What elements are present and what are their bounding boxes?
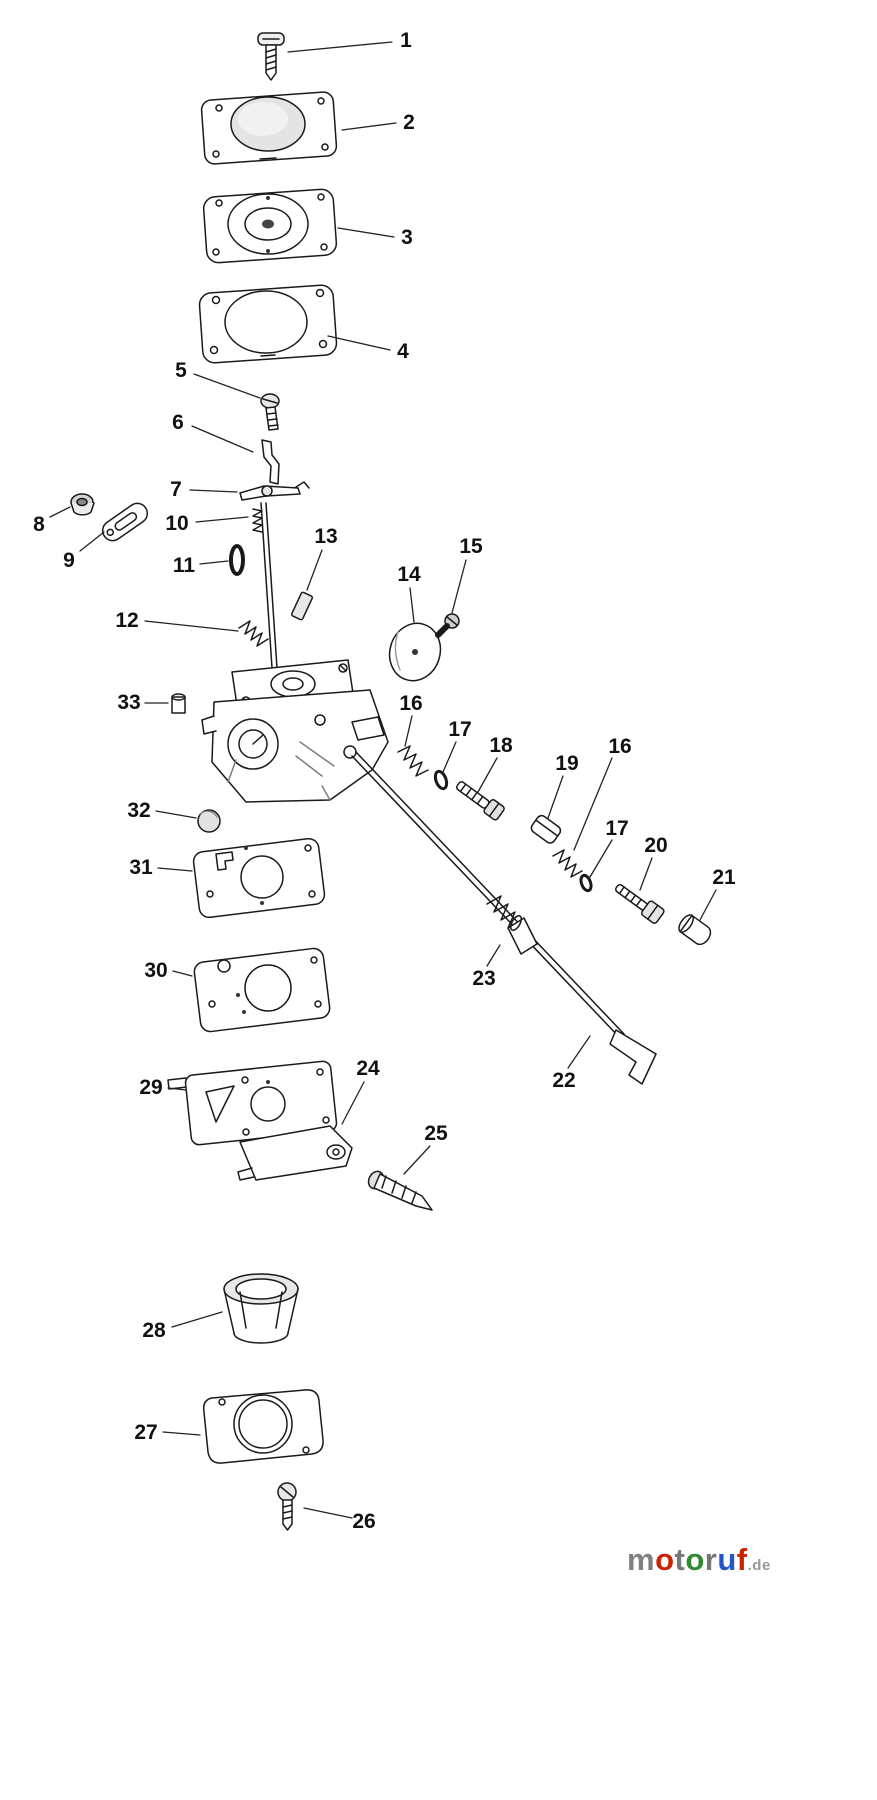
- logo-letter: t: [674, 1542, 686, 1577]
- lever-shaft: [260, 502, 278, 669]
- part-label-17a: 17: [448, 718, 472, 741]
- part-2-pump-cover: [200, 91, 338, 165]
- part-label-24: 24: [356, 1057, 380, 1080]
- part-26-screw: [277, 1482, 297, 1531]
- part-18-needle: [456, 781, 505, 821]
- part-16b-spring: [552, 849, 583, 878]
- part-label-2: 2: [403, 111, 415, 134]
- part-label-6: 6: [172, 411, 184, 434]
- part-label-16a: 16: [399, 692, 423, 715]
- part-8-nut: [70, 493, 95, 516]
- part-label-26: 26: [352, 1510, 376, 1533]
- logo-letter: o: [685, 1542, 705, 1577]
- logo-letter: f: [736, 1542, 748, 1577]
- part-label-31: 31: [129, 856, 153, 879]
- leader-lines: [49, 41, 717, 1519]
- part-label-15: 15: [459, 535, 483, 558]
- part-3-diaphragm: [202, 188, 338, 264]
- part-label-20: 20: [644, 834, 668, 857]
- part-label-22: 22: [552, 1069, 576, 1092]
- part-29-plate: [167, 1060, 338, 1146]
- part-label-13: 13: [314, 525, 338, 548]
- part-label-4: 4: [397, 340, 409, 363]
- part-1-screw: [257, 32, 285, 81]
- logo-letter: o: [655, 1542, 675, 1577]
- part-label-12: 12: [115, 609, 139, 632]
- part-label-7: 7: [170, 478, 182, 501]
- part-label-17b: 17: [605, 817, 629, 840]
- part-6-lever: [261, 439, 280, 485]
- part-7-lever-arm: [239, 481, 310, 501]
- part-10-spring: [252, 508, 263, 533]
- part-label-16b: 16: [608, 735, 632, 758]
- part-20-screw: [614, 883, 665, 924]
- part-label-3: 3: [401, 226, 413, 249]
- part-23-spring: [486, 895, 538, 955]
- part-28-cup: [223, 1273, 299, 1344]
- part-32-plug: [197, 809, 221, 833]
- part-label-21: 21: [712, 866, 736, 889]
- part-17a-washer: [433, 769, 449, 791]
- logo-letter: r: [704, 1542, 718, 1577]
- part-label-19: 19: [555, 752, 579, 775]
- part-27-flange: [202, 1389, 324, 1464]
- part-4-gasket: [198, 284, 338, 364]
- part-carburetor-body: [201, 659, 389, 803]
- part-30-diaphragm: [193, 947, 331, 1033]
- part-31-gasket: [192, 837, 326, 919]
- part-label-25: 25: [424, 1122, 448, 1145]
- part-label-10: 10: [165, 512, 189, 535]
- part-25-screw: [367, 1170, 433, 1211]
- part-5-screw: [260, 393, 280, 431]
- part-label-27: 27: [134, 1421, 158, 1444]
- part-17b-washer: [579, 873, 593, 893]
- part-label-9: 9: [63, 549, 75, 572]
- part-9-clip: [101, 502, 149, 542]
- part-24-bracket: [237, 1125, 353, 1181]
- part-11-o-ring: [229, 544, 245, 576]
- part-label-1: 1: [400, 29, 412, 52]
- logo-word: motoruf: [627, 1542, 748, 1577]
- logo-letter: u: [717, 1542, 737, 1577]
- logo-suffix: .de: [747, 1557, 771, 1574]
- site-logo[interactable]: motoruf.de: [627, 1542, 771, 1578]
- part-label-8: 8: [33, 513, 45, 536]
- part-22-rod: [351, 751, 657, 1085]
- part-12-spring: [238, 620, 269, 647]
- part-14-disc: [388, 622, 442, 682]
- part-label-32: 32: [127, 799, 151, 822]
- part-label-23: 23: [472, 967, 496, 990]
- part-label-11: 11: [172, 554, 196, 577]
- part-label-30: 30: [144, 959, 168, 982]
- part-19-block: [530, 814, 562, 844]
- part-label-29: 29: [139, 1076, 163, 1099]
- part-label-18: 18: [489, 734, 513, 757]
- part-label-28: 28: [142, 1319, 166, 1342]
- part-16a-spring: [397, 745, 429, 777]
- part-33-plug: [171, 693, 186, 714]
- part-label-33: 33: [117, 691, 141, 714]
- part-21-cap: [678, 914, 712, 946]
- part-15-screw: [435, 613, 460, 638]
- part-label-5: 5: [175, 359, 187, 382]
- part-label-14: 14: [397, 563, 421, 586]
- logo-letter: m: [627, 1542, 656, 1577]
- part-13-pin: [290, 591, 314, 621]
